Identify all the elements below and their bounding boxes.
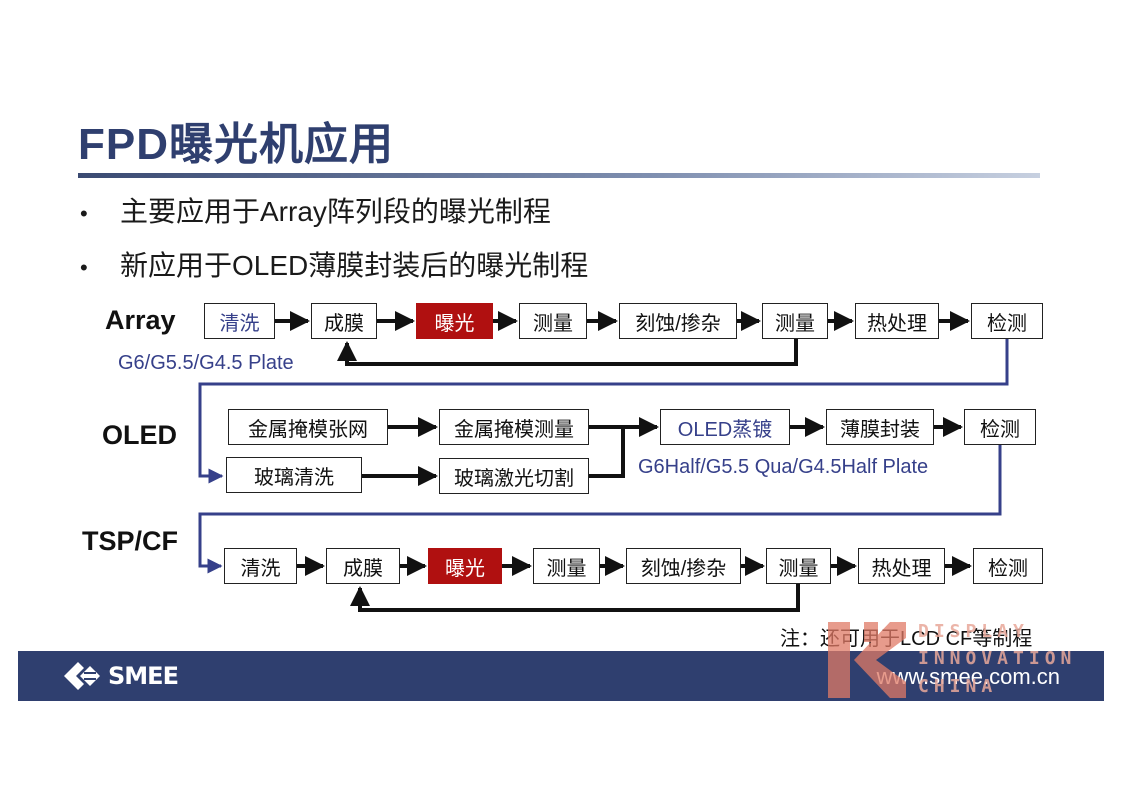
oled-plate-label: G6Half/G5.5 Qua/G4.5Half Plate: [638, 456, 929, 478]
array-step-clean: 清洗: [204, 303, 275, 339]
footer-bar: [18, 651, 1104, 701]
array-step-measure-1: 测量: [519, 303, 587, 339]
title-divider: [78, 173, 1040, 178]
oled-row-label: OLED: [102, 420, 178, 450]
tsp-step-inspect: 检测: [973, 548, 1043, 584]
oled-step-laser-cut: 玻璃激光切割: [439, 458, 589, 494]
oled-step-evaporation: OLED蒸镀: [660, 409, 790, 445]
bullet-dot: •: [80, 254, 88, 280]
array-step-etch: 刻蚀/掺杂: [619, 303, 737, 339]
bullet-item-2: • 新应用于OLED薄膜封装后的曝光制程: [80, 244, 588, 284]
watermark-text-3: CHINA: [918, 676, 998, 697]
bullet-text-2: 新应用于OLED薄膜封装后的曝光制程: [120, 250, 589, 281]
tsp-step-clean: 清洗: [224, 548, 297, 584]
bullet-text-1: 主要应用于Array阵列段的曝光制程: [120, 196, 551, 227]
watermark-text-2: INNOVATION: [918, 648, 1077, 669]
watermark-logo-icon: [828, 622, 906, 698]
array-row-label: Array: [105, 305, 176, 335]
array-step-exposure: 曝光: [416, 303, 493, 339]
array-step-heat: 热处理: [855, 303, 939, 339]
tsp-step-film: 成膜: [326, 548, 400, 584]
smee-logo-text: SMEE: [108, 662, 179, 690]
oled-step-glass-clean: 玻璃清洗: [226, 457, 362, 493]
tsp-step-heat: 热处理: [858, 548, 945, 584]
footer-url[interactable]: www.smee.com.cn: [876, 664, 1060, 689]
tsp-step-measure-2: 测量: [766, 548, 831, 584]
bullet-item-1: • 主要应用于Array阵列段的曝光制程: [80, 190, 551, 230]
watermark-text-1: DISPLAY: [918, 621, 1029, 642]
array-step-inspect: 检测: [971, 303, 1043, 339]
tsp-step-exposure: 曝光: [428, 548, 502, 584]
oled-step-inspect: 检测: [964, 409, 1036, 445]
oled-step-encapsulation: 薄膜封装: [826, 409, 934, 445]
array-step-measure-2: 测量: [762, 303, 828, 339]
tsp-step-etch: 刻蚀/掺杂: [626, 548, 741, 584]
oled-step-mask-stretch: 金属掩模张网: [228, 409, 388, 445]
page-title: FPD曝光机应用: [78, 120, 394, 169]
array-plate-label: G6/G5.5/G4.5 Plate: [118, 352, 294, 374]
smee-logo-icon: [64, 662, 100, 690]
tsp-row-label: TSP/CF: [82, 526, 179, 556]
bullet-dot: •: [80, 200, 88, 226]
oled-step-mask-measure: 金属掩模测量: [439, 409, 589, 445]
smee-logo: SMEE: [62, 658, 179, 694]
tsp-step-measure-1: 测量: [533, 548, 600, 584]
array-step-film: 成膜: [311, 303, 377, 339]
